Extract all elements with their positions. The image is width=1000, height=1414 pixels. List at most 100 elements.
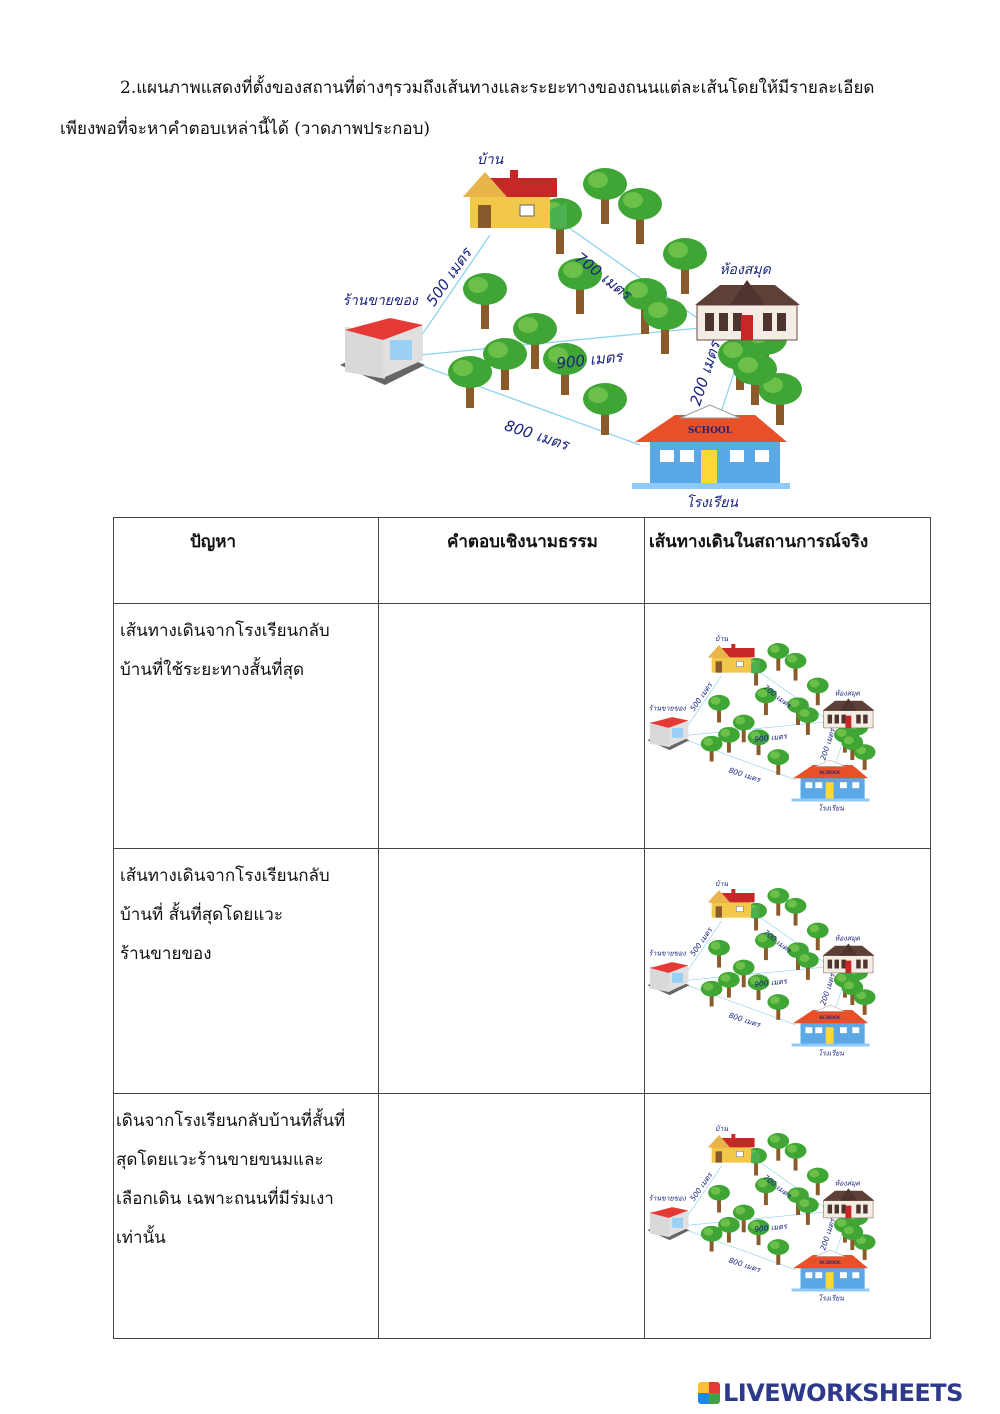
- label-home: บ้าน: [715, 880, 728, 888]
- school-icon: SCHOOL: [791, 1004, 870, 1047]
- label-shop: ร้านขายของ: [649, 705, 687, 713]
- tree-icon: [755, 932, 777, 961]
- problem-line: สุดโดยแวะร้านขายขนมและ: [116, 1150, 324, 1170]
- road-shop-library: [686, 1211, 826, 1226]
- intro-line-2: เพียงพอที่จะหาคำตอบเหล่านี้ได้ (วาดภาพปร…: [60, 119, 430, 139]
- liveworksheets-logo: LIVEWORKSHEETS: [698, 1379, 963, 1407]
- library-icon: [822, 1188, 875, 1219]
- tree-icon: [618, 188, 662, 244]
- label-d_shop_library: 900 เมตร: [754, 977, 788, 989]
- home-icon: [463, 170, 567, 228]
- label-home: บ้าน: [715, 1125, 728, 1133]
- problem-line: เส้นทางเดินจากโรงเรียนกลับ: [120, 621, 330, 641]
- tree-icon: [558, 258, 602, 314]
- map-svg: SCHOOL บ้าน ร้านขายของ ห้องสมุด โรงเรียน…: [647, 1125, 876, 1302]
- tree-icon: [784, 652, 807, 681]
- label-school: โรงเรียน: [818, 1048, 844, 1057]
- problem-line: เส้นทางเดินจากโรงเรียนกลับ: [120, 866, 330, 886]
- tree-icon: [755, 687, 777, 716]
- problem-line: เลือกเดิน เฉพาะถนนที่มีร่มเงา: [116, 1189, 334, 1209]
- label-d_shop_library: 900 เมตร: [754, 732, 788, 744]
- school-icon: SCHOOL: [791, 759, 870, 802]
- tree-icon: [797, 1197, 819, 1225]
- intro-text: 2.แผนภาพแสดงที่ตั้งของสถานที่ต่างๆรวมถึง…: [60, 68, 920, 150]
- road-home-shop: [414, 234, 491, 346]
- tree-icon: [583, 168, 627, 224]
- route-map-thumbnail: SCHOOL บ้าน ร้านขายของ ห้องสมุด โรงเรียน…: [645, 879, 877, 1057]
- tree-icon: [663, 238, 707, 294]
- problem-line: บ้านที่ใช้ระยะทางสั้นที่สุด: [120, 660, 305, 680]
- table-header-row: ปัญหา คำตอบเชิงนามธรรม เส้นทางเดินในสถาน…: [113, 517, 931, 604]
- label-d_shop_school: 800 เมตร: [728, 766, 763, 785]
- tree-icon: [797, 952, 819, 980]
- road-home-shop: [684, 920, 722, 976]
- tree-icon: [747, 974, 770, 1001]
- tree-icon: [733, 353, 777, 405]
- tree-icon: [767, 1239, 790, 1265]
- problem-line: เท่านั้น: [116, 1228, 166, 1248]
- tree-icon: [463, 273, 507, 329]
- answer-cell[interactable]: [378, 1093, 645, 1339]
- tree-icon: [708, 1184, 730, 1213]
- tree-icon: [732, 959, 755, 988]
- label-shop: ร้านขายของ: [649, 1195, 687, 1203]
- intro-line-1: 2.แผนภาพแสดงที่ตั้งของสถานที่ต่างๆรวมถึง…: [120, 78, 875, 98]
- tree-icon: [543, 343, 587, 395]
- tree-icon: [806, 677, 829, 706]
- label-library: ห้องสมุด: [835, 934, 861, 942]
- school-sign: SCHOOL: [688, 426, 733, 436]
- tree-icon: [708, 939, 730, 968]
- route-cell: SCHOOL บ้าน ร้านขายของ ห้องสมุด โรงเรียน…: [644, 1093, 931, 1339]
- label-d_library_school: 200 เมตร: [818, 972, 837, 1007]
- header-problem: ปัญหา: [113, 517, 379, 604]
- tree-icon: [767, 888, 790, 916]
- school-icon: SCHOOL: [791, 1249, 870, 1292]
- road-home-shop: [684, 1165, 722, 1221]
- shop-icon: [647, 717, 690, 751]
- tree-icon: [747, 1219, 770, 1246]
- logo-text: LIVEWORKSHEETS: [723, 1379, 963, 1407]
- tree-icon: [797, 707, 819, 735]
- tree-icon: [643, 298, 687, 354]
- tree-icon: [767, 1133, 790, 1161]
- tree-icon: [767, 643, 790, 671]
- label-school: โรงเรียน: [686, 494, 738, 510]
- tree-icon: [767, 749, 790, 775]
- label-library: ห้องสมุด: [835, 689, 861, 697]
- answer-cell[interactable]: [378, 848, 645, 1094]
- label-d_shop_library: 900 เมตร: [754, 1222, 788, 1234]
- map-svg: SCHOOL บ้าน ร้านขายของ ห้องสมุด โรงเรียน…: [340, 152, 802, 511]
- problem-line: บ้านที่ สั้นที่สุดโดยแวะ: [120, 905, 283, 925]
- label-school: โรงเรียน: [818, 1293, 844, 1302]
- tree-icon: [841, 979, 864, 1006]
- road-shop-library: [686, 721, 826, 736]
- home-icon: [708, 644, 760, 673]
- tree-icon: [732, 714, 755, 743]
- tree-icon: [767, 994, 790, 1020]
- road-shop-library: [686, 966, 826, 981]
- label-d_library_school: 200 เมตร: [818, 727, 837, 762]
- school-sign: SCHOOL: [819, 1016, 842, 1021]
- label-d_shop_school: 800 เมตร: [728, 1256, 763, 1275]
- map-svg: SCHOOL บ้าน ร้านขายของ ห้องสมุด โรงเรียน…: [647, 635, 876, 812]
- school-sign: SCHOOL: [819, 771, 842, 776]
- home-icon: [708, 889, 760, 918]
- tree-icon: [755, 1177, 777, 1206]
- tree-icon: [718, 1216, 740, 1243]
- answer-cell[interactable]: [378, 603, 645, 849]
- label-library: ห้องสมุด: [719, 262, 771, 278]
- school-sign: SCHOOL: [819, 1261, 842, 1266]
- label-d_shop_school: 800 เมตร: [502, 416, 572, 454]
- route-map-thumbnail: SCHOOL บ้าน ร้านขายของ ห้องสมุด โรงเรียน…: [645, 634, 877, 812]
- tree-icon: [747, 729, 770, 756]
- route-cell: SCHOOL บ้าน ร้านขายของ ห้องสมุด โรงเรียน…: [644, 603, 931, 849]
- tree-icon: [806, 922, 829, 951]
- label-d_home_shop: 500 เมตร: [423, 243, 477, 309]
- header-real-route: เส้นทางเดินในสถานการณ์จริง: [644, 517, 931, 604]
- problem-line: เดินจากโรงเรียนกลับบ้านที่สั้นที่: [116, 1111, 346, 1131]
- label-shop: ร้านขายของ: [649, 950, 687, 958]
- library-icon: [822, 943, 875, 974]
- tree-icon: [784, 897, 807, 926]
- problem-cell: เส้นทางเดินจากโรงเรียนกลับบ้านที่ สั้นที…: [113, 848, 379, 1094]
- tree-icon: [448, 356, 492, 408]
